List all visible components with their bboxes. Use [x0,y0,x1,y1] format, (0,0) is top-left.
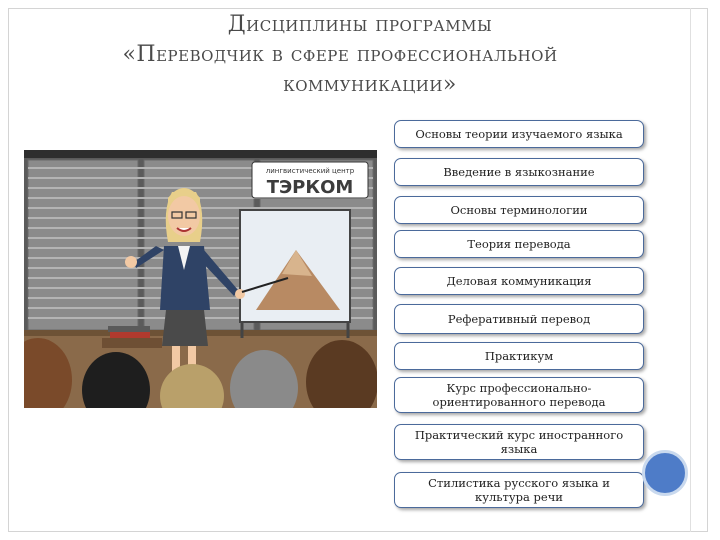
title-line-3: коммуникации» [283,72,457,97]
discipline-item: Теория перевода [394,230,644,258]
discipline-item: Основы терминологии [394,196,644,224]
classroom-scene: лингвистический центр ТЭРКОМ [24,150,377,408]
discipline-item: Деловая коммуникация [394,267,644,295]
frame-divider [690,8,691,532]
title-line-1: Дисциплины программы [227,12,493,37]
logo-caption: лингвистический центр [266,167,355,175]
discipline-item: Введение в языкознание [394,158,644,186]
classroom-illustration: лингвистический центр ТЭРКОМ [24,150,377,408]
discipline-item: Практикум [394,342,644,370]
slide-title: Дисциплины программы «Переводчик в сфере… [40,10,640,100]
discipline-item: Стилистика русского языка и культура реч… [394,472,644,508]
accent-circle [642,450,688,496]
title-line-2: «Переводчик в сфере профессиональной [122,42,558,67]
discipline-item: Курс профессионально-ориентированного пе… [394,377,644,413]
discipline-item: Основы теории изучаемого языка [394,120,644,148]
logo-wordmark: ТЭРКОМ [267,177,354,198]
discipline-item: Реферативный перевод [394,304,644,334]
discipline-item: Практический курс иностранного языка [394,424,644,460]
audience-heads [24,338,377,408]
slide-frame [8,8,708,532]
